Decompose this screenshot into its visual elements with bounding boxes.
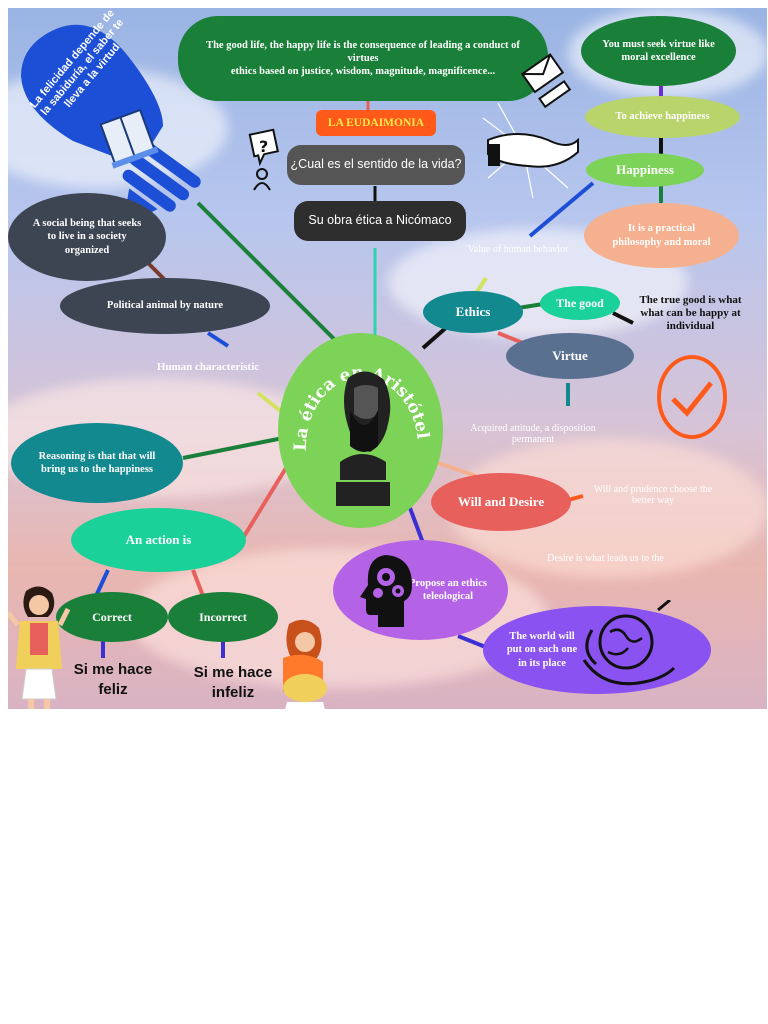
checkmark-circle-icon xyxy=(657,355,727,439)
incorrect-node: Incorrect xyxy=(168,592,278,642)
seek-virtue-node: You must seek virtue like moral excellen… xyxy=(581,16,736,86)
will-desire-node: Will and Desire xyxy=(431,473,571,531)
hand-letter-icon xyxy=(482,53,579,199)
value-behavior-label: Value of human behavior xyxy=(467,244,569,255)
feliz-text: Si me hace feliz xyxy=(73,661,153,698)
thinking-head-gears-icon xyxy=(360,555,412,627)
happiness-node: Happiness xyxy=(586,153,704,187)
world-node: The world will put on each one in its pl… xyxy=(483,606,711,694)
lightbulb-book-icon xyxy=(21,24,201,215)
svg-text:?: ? xyxy=(259,137,268,156)
banner-line-1: The good life, the happy life is the con… xyxy=(206,39,520,64)
social-being-node: A social being that seeks to live in a s… xyxy=(8,193,166,281)
teleological-text: Propose an ethics teleological xyxy=(409,577,487,602)
achieve-happiness-node: To achieve happiness xyxy=(585,96,740,138)
true-good-text: The true good is what what can be happy … xyxy=(639,294,742,333)
will-prudence-text: Will and prudence choose the better way xyxy=(593,484,713,506)
ethics-node: Ethics xyxy=(423,291,523,333)
teleological-node: Propose an ethics teleological xyxy=(333,540,508,640)
hands-globe-icon xyxy=(582,600,676,686)
woman-happy-icon xyxy=(8,586,70,709)
practical-philosophy-node: It is a practical philosophy and moral xyxy=(584,203,739,268)
correct-node: Correct xyxy=(56,592,168,642)
aristotle-bust-icon xyxy=(336,371,391,506)
question-head-icon: ? xyxy=(248,128,280,191)
top-banner: The good life, the happy life is the con… xyxy=(178,16,548,101)
question-box: ¿Cual es el sentido de la vida? xyxy=(287,145,465,185)
infeliz-text: Si me hace infeliz xyxy=(193,664,273,701)
acquired-attitude-text: Acquired attitude, a disposition permane… xyxy=(470,423,596,445)
political-animal-node: Political animal by nature xyxy=(60,278,270,334)
the-good-node: The good xyxy=(540,286,620,320)
nicomachean-box: Su obra ética a Nicómaco xyxy=(294,201,466,241)
reasoning-node: Reasoning is that that will bring us to … xyxy=(11,423,183,503)
desire-note-text: Desire is what leads us to the xyxy=(547,553,664,564)
action-node: An action is xyxy=(71,508,246,572)
human-characteristic-label: Human characteristic xyxy=(156,361,260,373)
virtue-node: Virtue xyxy=(506,333,634,379)
banner-line-2: ethics based on justice, wisdom, magnitu… xyxy=(230,66,496,78)
mind-map-poster: The good life, the happy life is the con… xyxy=(8,8,767,709)
girl-sad-icon xyxy=(283,619,327,709)
eudaimonia-label: LA EUDAIMONIA xyxy=(316,110,436,136)
world-text: The world will put on each one in its pl… xyxy=(506,631,578,669)
